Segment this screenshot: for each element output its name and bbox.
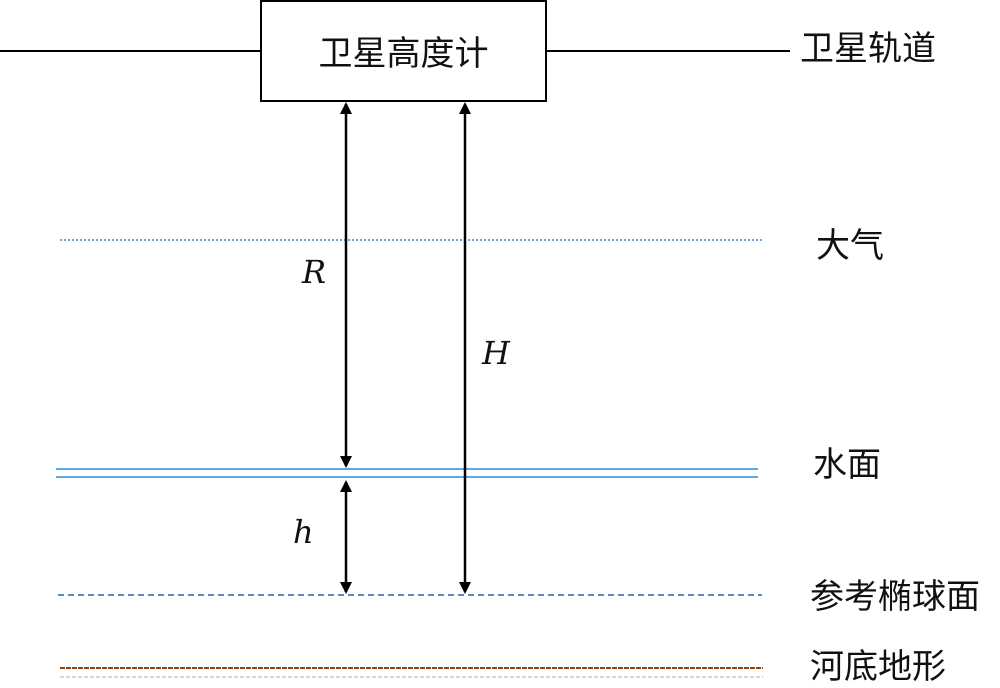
- orbit-label: 卫星轨道: [800, 29, 936, 69]
- altimeter-box: [260, 0, 547, 102]
- water-surface-label: 水面: [813, 445, 881, 485]
- altimeter-label: 卫星高度计: [318, 34, 489, 74]
- H-label: H: [482, 334, 510, 372]
- reference-ellipsoid-label: 参考椭球面: [810, 577, 980, 617]
- riverbed-label: 河底地形: [810, 647, 946, 687]
- h-label: h: [293, 513, 314, 551]
- R-label: R: [302, 253, 327, 291]
- atmosphere-label: 大气: [816, 226, 884, 266]
